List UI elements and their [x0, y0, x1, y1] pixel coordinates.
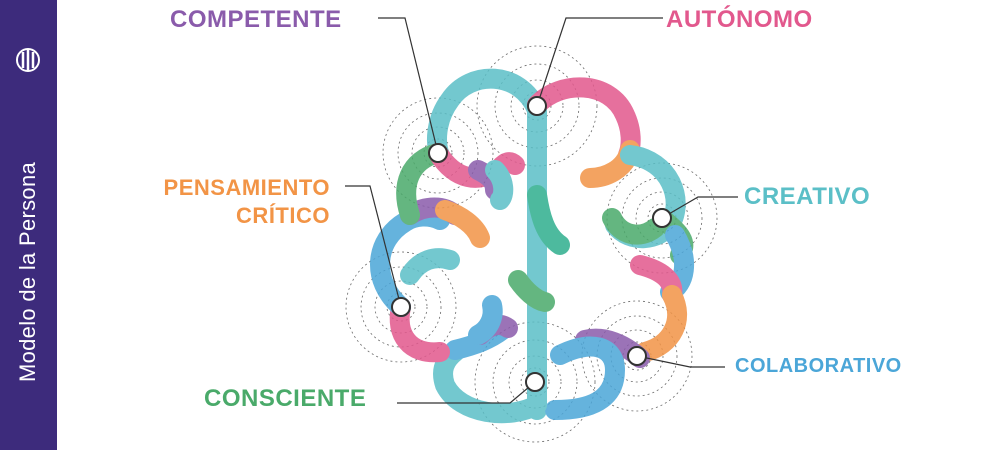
leader-lines — [345, 17, 738, 404]
stroke-green-right2 — [602, 208, 665, 245]
stroke-green-low — [508, 270, 555, 312]
brain-logo-icon — [16, 48, 40, 72]
stroke-pink-top — [527, 77, 641, 165]
node-consciente — [525, 372, 545, 392]
label-autonomo: AUTÓNOMO — [666, 6, 813, 33]
label-colaborativo: COLABORATIVO — [735, 355, 902, 377]
node-competente — [428, 143, 448, 163]
node-colaborativo — [627, 346, 647, 366]
label-pensamiento-line1: PENSAMIENTO — [163, 175, 330, 200]
label-pensamiento-line2: CRÍTICO — [236, 203, 330, 228]
label-consciente: CONSCIENTE — [204, 385, 367, 412]
label-pensamiento-critico: PENSAMIENTO CRÍTICO — [150, 174, 330, 230]
node-autonomo — [527, 96, 547, 116]
node-creativo — [652, 208, 672, 228]
stroke-teal-bottom — [433, 342, 547, 424]
label-competente: COMPETENTE — [170, 6, 342, 33]
node-circles — [391, 96, 672, 392]
node-pensamiento — [391, 297, 411, 317]
stroke-blue-bottom — [545, 336, 626, 420]
stroke-teal-mid-left — [485, 160, 514, 210]
stroke-teal-left — [400, 248, 460, 285]
label-creativo: CREATIVO — [744, 183, 871, 210]
stroke-blue-left-low — [468, 295, 503, 345]
stroke-teal-top — [427, 68, 547, 165]
stroke-orange-left — [435, 200, 490, 248]
stroke-green-mid — [527, 185, 570, 255]
stroke-orange-lower — [635, 285, 687, 362]
sidebar: Modelo de la Persona — [0, 0, 57, 450]
